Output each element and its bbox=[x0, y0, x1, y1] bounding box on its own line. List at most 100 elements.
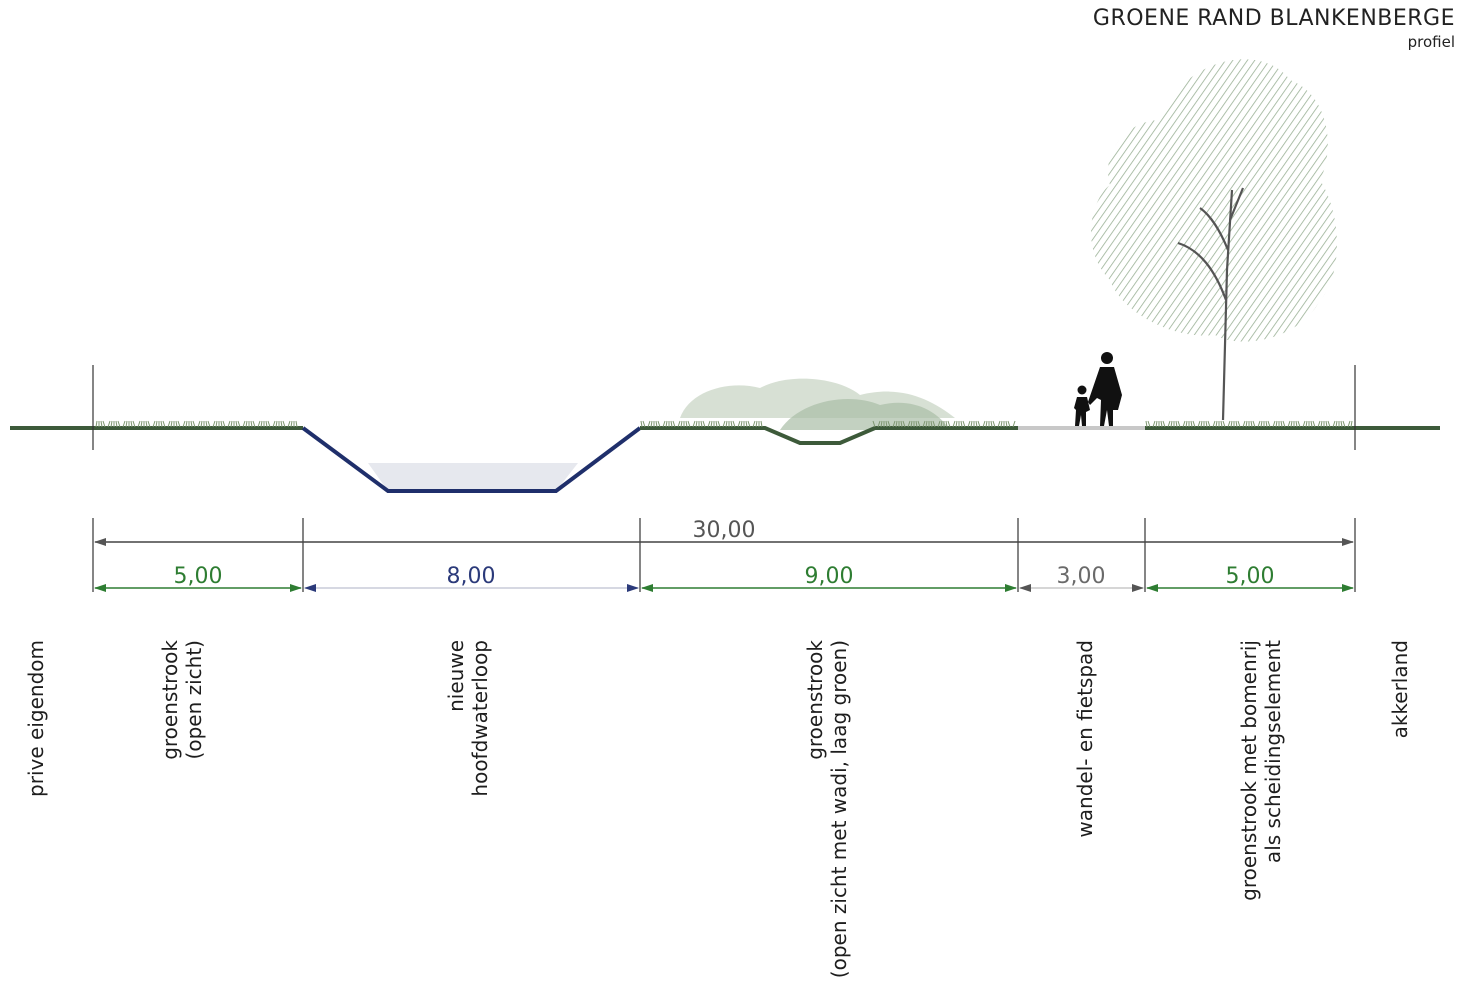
grass-blade bbox=[755, 420, 758, 428]
grass-blade bbox=[190, 420, 193, 428]
grass-blade bbox=[1005, 420, 1008, 428]
grass-blade bbox=[1282, 420, 1286, 428]
grass-blade bbox=[670, 420, 673, 428]
grass-blade bbox=[102, 420, 106, 428]
grass-texture bbox=[95, 420, 1353, 428]
grass-blade bbox=[117, 420, 121, 428]
grass-blade bbox=[925, 420, 928, 428]
grass-blade bbox=[1265, 420, 1268, 428]
grass-blade bbox=[160, 420, 163, 428]
segment-dimensions: 5,00 8,00 9,00 3,00 5,00 bbox=[94, 564, 1354, 592]
grass-blade bbox=[707, 420, 711, 428]
grass-blade bbox=[115, 420, 118, 428]
grass-blade bbox=[192, 420, 196, 428]
grass-blade bbox=[640, 420, 643, 428]
grass-blade bbox=[212, 420, 216, 428]
grass-blade bbox=[752, 420, 756, 428]
grass-blade bbox=[1295, 420, 1298, 428]
page-subtitle: profiel bbox=[1407, 33, 1455, 51]
grass-blade bbox=[1182, 420, 1186, 428]
grass-blade bbox=[1235, 420, 1238, 428]
grass-blade bbox=[982, 420, 986, 428]
grass-blade bbox=[710, 420, 713, 428]
grass-blade bbox=[145, 420, 148, 428]
grass-blade bbox=[140, 420, 143, 428]
grass-blade bbox=[1237, 420, 1241, 428]
grass-blade bbox=[1147, 420, 1151, 428]
grass-blade bbox=[1327, 420, 1331, 428]
grass-blade bbox=[650, 420, 653, 428]
grass-blade bbox=[970, 420, 973, 428]
grass-blade bbox=[265, 420, 268, 428]
grass-blade bbox=[1212, 420, 1216, 428]
grass-blade bbox=[700, 420, 703, 428]
grass-blade bbox=[287, 420, 291, 428]
low-shrubs bbox=[680, 378, 955, 430]
grass-blade bbox=[955, 420, 958, 428]
grass-blade bbox=[902, 420, 906, 428]
grass-blade bbox=[1332, 420, 1336, 428]
grass-blade bbox=[662, 420, 666, 428]
dimension-groenstrook-1: 5,00 bbox=[174, 564, 223, 589]
grass-blade bbox=[672, 420, 676, 428]
grass-blade bbox=[185, 420, 188, 428]
grass-blade bbox=[732, 420, 736, 428]
dimension-waterloop: 8,00 bbox=[447, 564, 496, 589]
grass-blade bbox=[155, 420, 158, 428]
grass-blade bbox=[725, 420, 728, 428]
grass-blade bbox=[932, 420, 936, 428]
grass-blade bbox=[1155, 420, 1158, 428]
dimension-fietspad: 3,00 bbox=[1057, 564, 1106, 589]
grass-blade bbox=[1257, 420, 1261, 428]
grass-blade bbox=[1287, 420, 1291, 428]
grass-blade bbox=[940, 420, 943, 428]
grass-blade bbox=[892, 420, 896, 428]
grass-blade bbox=[1302, 420, 1306, 428]
grass-blade bbox=[267, 420, 271, 428]
grass-blade bbox=[205, 420, 208, 428]
grass-blade bbox=[175, 420, 178, 428]
grass-blade bbox=[1230, 420, 1233, 428]
grass-blade bbox=[110, 420, 113, 428]
grass-blade bbox=[702, 420, 706, 428]
grass-blade bbox=[1250, 420, 1253, 428]
grass-blade bbox=[960, 420, 963, 428]
grass-blade bbox=[692, 420, 696, 428]
grass-blade bbox=[740, 420, 743, 428]
zone-label-groenstrook-open: groenstrook(open zicht) bbox=[158, 640, 206, 760]
grass-blade bbox=[230, 420, 233, 428]
tree-trunk bbox=[1177, 187, 1245, 421]
grass-blade bbox=[295, 420, 298, 428]
grass-blade bbox=[215, 420, 218, 428]
grass-blade bbox=[1207, 420, 1211, 428]
grass-blade bbox=[907, 420, 911, 428]
grass-blade bbox=[1245, 420, 1248, 428]
grass-blade bbox=[760, 420, 763, 428]
grass-blade bbox=[717, 420, 721, 428]
grass-blade bbox=[167, 420, 171, 428]
grass-blade bbox=[695, 420, 698, 428]
zone-label-prive-eigendom: prive eigendom bbox=[24, 640, 48, 797]
grass-blade bbox=[1272, 420, 1276, 428]
grass-blade bbox=[260, 420, 263, 428]
ground-profile bbox=[10, 426, 1440, 493]
grass-blade bbox=[655, 420, 658, 428]
grass-blade bbox=[642, 420, 646, 428]
grass-blade bbox=[915, 420, 918, 428]
grass-blade bbox=[177, 420, 181, 428]
grass-blade bbox=[1350, 420, 1353, 428]
grass-blade bbox=[1200, 420, 1203, 428]
grass-blade bbox=[125, 420, 128, 428]
grass-blade bbox=[1305, 420, 1308, 428]
grass-blade bbox=[147, 420, 151, 428]
title-block: GROENE RAND BLANKENBERGE profiel bbox=[1093, 6, 1455, 51]
total-dimension: 30,00 bbox=[94, 518, 1354, 546]
grass-blade bbox=[947, 420, 951, 428]
grass-blade bbox=[1000, 420, 1003, 428]
grass-blade bbox=[677, 420, 681, 428]
grass-blade bbox=[917, 420, 921, 428]
zone-label-groenstrook-wadi: groenstrook(open zicht met wadi, laag gr… bbox=[803, 640, 851, 979]
grass-blade bbox=[1242, 420, 1246, 428]
